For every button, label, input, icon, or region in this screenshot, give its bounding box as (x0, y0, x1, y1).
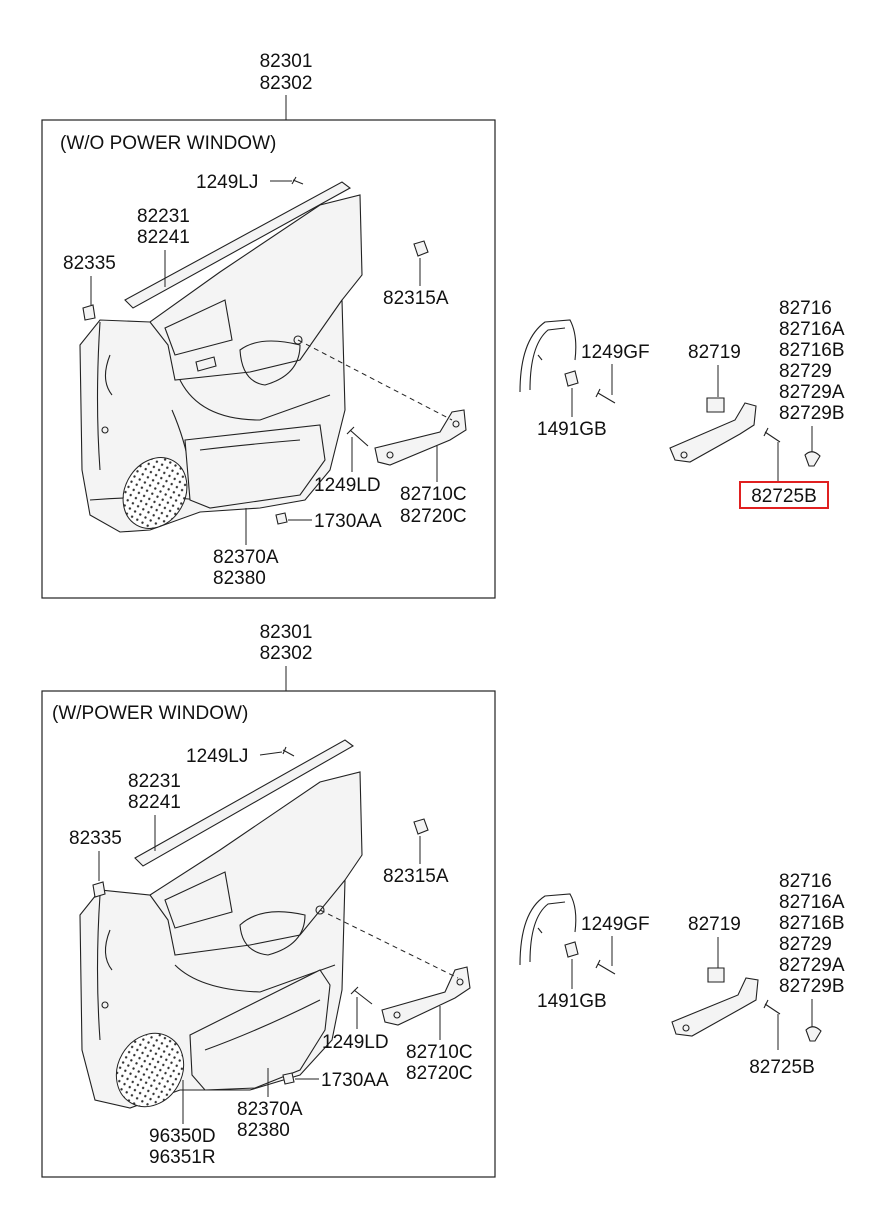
bottom-label-1491gb: 1491GB (537, 991, 607, 1012)
top-main-label-2: 82302 (260, 73, 313, 94)
top-highlight-82725b (739, 481, 829, 509)
bottom-label-1249lj: 1249LJ (186, 746, 248, 767)
bottom-clip-1730aa-icon (282, 1072, 295, 1085)
top-speaker-grille (122, 457, 188, 529)
bottom-main-label-1: 82301 (260, 622, 313, 643)
top-cap-82729-icon (804, 451, 821, 467)
bottom-label-82725b: 82725B (749, 1057, 815, 1078)
bottom-screw-82725b-icon (763, 999, 781, 1015)
top-label-82231: 82231 (137, 206, 190, 227)
top-label-1249lj: 1249LJ (196, 172, 258, 193)
top-clip-82335-icon (82, 304, 96, 321)
bottom-label-1249gf: 1249GF (581, 914, 650, 935)
bottom-label-82231: 82231 (128, 771, 181, 792)
top-grip-handle-icon (669, 402, 757, 463)
top-door-trim-panel (79, 194, 363, 533)
top-label-1730aa: 1730AA (314, 511, 382, 532)
bottom-clip-82335-icon (92, 881, 106, 898)
bottom-door-trim-panel (79, 771, 363, 1109)
top-label-82729: 82729 (779, 361, 832, 382)
top-trim-strip (124, 181, 352, 309)
top-clip-1491gb-icon (564, 370, 579, 387)
bottom-label-82729a: 82729A (779, 955, 845, 976)
top-clip-82315a-icon (413, 240, 429, 257)
top-label-1249gf: 1249GF (581, 342, 650, 363)
bottom-cap-82729-icon (805, 1026, 822, 1042)
bottom-clip-1491gb-icon (564, 941, 579, 958)
top-main-label-1: 82301 (260, 51, 313, 72)
bottom-main-label-2: 82302 (260, 643, 313, 664)
top-assembly: 82301 82302 (W/O POWER WINDOW) (41, 51, 496, 599)
top-clip-82719-icon (706, 397, 725, 413)
top-label-82716a: 82716A (779, 319, 845, 340)
bottom-trim-strip (134, 739, 354, 867)
top-label-82716b: 82716B (779, 340, 845, 361)
top-label-82710c: 82710C (400, 484, 467, 505)
top-screw-82725b-icon (763, 427, 781, 443)
top-label-1249ld: 1249LD (314, 475, 381, 496)
bottom-label-82729b: 82729B (779, 976, 845, 997)
bottom-handle-icon (381, 966, 471, 1026)
bottom-assembly: 82301 82302 (W/POWER WINDOW) 12 (41, 622, 496, 1178)
top-screw-1249lj-icon (291, 176, 304, 185)
top-label-82716: 82716 (779, 298, 832, 319)
bottom-label-82716: 82716 (779, 871, 832, 892)
top-box-title: (W/O POWER WINDOW) (60, 133, 276, 154)
bottom-screw-1249lj-icon (282, 746, 295, 757)
bottom-screw-1249gf-icon (595, 959, 616, 975)
bottom-label-82710c: 82710C (406, 1042, 473, 1063)
top-screw-1249gf-icon (595, 388, 616, 404)
bottom-label-96351r: 96351R (149, 1147, 216, 1168)
bottom-side-parts: 1249GF 1491GB 82719 82716 82716A 82716B … (519, 871, 845, 1078)
top-label-82315a: 82315A (383, 288, 449, 309)
top-label-82370a: 82370A (213, 547, 279, 568)
bottom-box (41, 690, 496, 1178)
bottom-speaker-grille (115, 1032, 185, 1108)
top-label-82729a: 82729A (779, 382, 845, 403)
top-box (41, 119, 496, 599)
bottom-label-96350d: 96350D (149, 1126, 216, 1147)
bottom-label-82716b: 82716B (779, 913, 845, 934)
bottom-label-82720c: 82720C (406, 1063, 473, 1084)
bottom-box-title: (W/POWER WINDOW) (52, 703, 248, 724)
bottom-screw-1249ld-icon (350, 986, 373, 1005)
bottom-label-82241: 82241 (128, 792, 181, 813)
top-label-82725b: 82725B (751, 486, 817, 507)
top-side-parts: 1249GF 1491GB 82719 82716 82716A 82716B … (519, 298, 845, 509)
top-label-82380: 82380 (213, 568, 266, 589)
top-pillar-trim-icon (519, 319, 577, 393)
top-label-82729b: 82729B (779, 403, 845, 424)
bottom-grip-handle-icon (671, 977, 759, 1037)
bottom-clip-82315a-icon (413, 818, 429, 835)
top-label-1491gb: 1491GB (537, 419, 607, 440)
bottom-label-82315a: 82315A (383, 866, 449, 887)
top-label-82720c: 82720C (400, 506, 467, 527)
top-label-82335: 82335 (63, 253, 116, 274)
bottom-label-82335: 82335 (69, 828, 122, 849)
bottom-pillar-trim-icon (519, 893, 577, 966)
top-handle-icon (374, 409, 467, 466)
bottom-label-82716a: 82716A (779, 892, 845, 913)
top-label-82719: 82719 (688, 342, 741, 363)
top-clip-1730aa-icon (275, 512, 288, 525)
bottom-label-82719: 82719 (688, 914, 741, 935)
bottom-label-82370a: 82370A (237, 1099, 303, 1120)
bottom-label-1730aa: 1730AA (321, 1070, 389, 1091)
top-screw-1249ld-icon (346, 426, 369, 447)
top-label-82241: 82241 (137, 227, 190, 248)
bottom-clip-82719-icon (707, 967, 725, 983)
bottom-label-1249ld: 1249LD (322, 1032, 389, 1053)
bottom-label-82380: 82380 (237, 1120, 290, 1141)
bottom-label-82729: 82729 (779, 934, 832, 955)
